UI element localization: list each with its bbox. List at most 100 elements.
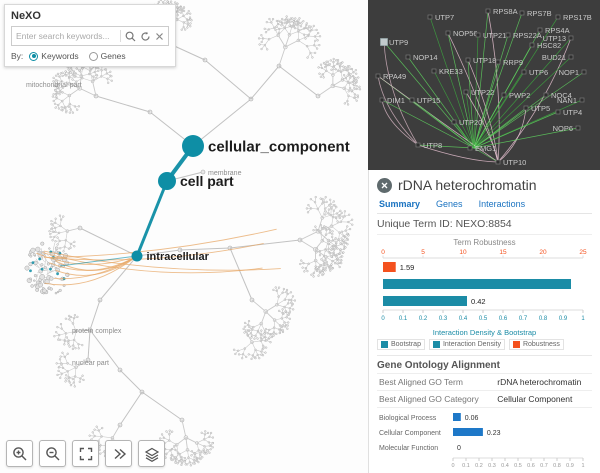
gene-label[interactable]: NOC4 (551, 91, 572, 100)
gene-node[interactable] (543, 92, 549, 98)
gene-label[interactable]: RPS4A (545, 26, 570, 35)
svg-text:25: 25 (579, 249, 587, 256)
branch-label[interactable]: nuclear part (72, 360, 109, 367)
gene-label[interactable]: NOP14 (413, 53, 438, 62)
gene-label[interactable]: NOP1 (559, 68, 579, 77)
gene-label[interactable]: UTP7 (435, 13, 454, 22)
gene-node[interactable] (431, 68, 437, 74)
gene-node[interactable] (463, 89, 469, 95)
gene-label[interactable]: NOP56 (453, 29, 478, 38)
search-mode-genes[interactable]: Genes (88, 51, 126, 61)
tab-interactions[interactable]: Interactions (478, 199, 526, 209)
term-node[interactable] (131, 250, 143, 262)
term-node-label[interactable]: intracellular (147, 251, 210, 263)
gene-label[interactable]: UTP22 (471, 88, 494, 97)
gene-node[interactable] (405, 54, 411, 60)
gene-node[interactable] (465, 57, 471, 63)
gene-label[interactable]: RPS8A (493, 7, 518, 16)
gene-label[interactable]: UTP18 (473, 56, 496, 65)
gene-node[interactable] (501, 92, 507, 98)
gene-node[interactable] (375, 73, 381, 79)
gene-label[interactable]: KRE33 (439, 67, 463, 76)
layers-button[interactable] (138, 440, 165, 467)
gene-node[interactable] (579, 97, 585, 103)
gene-node[interactable] (485, 8, 491, 14)
gene-node[interactable] (519, 10, 525, 16)
gene-label[interactable]: PWP2 (509, 91, 530, 100)
gene-label[interactable]: NOP6 (553, 124, 573, 133)
gene-label[interactable]: UTP21 (483, 31, 506, 40)
term-node[interactable] (182, 135, 204, 157)
gene-label[interactable]: RPS7B (527, 9, 552, 18)
gene-label[interactable]: UTP4 (563, 108, 582, 117)
legend-item-interaction-density[interactable]: Interaction Density (428, 339, 505, 350)
gene-label[interactable]: UTP9 (389, 38, 408, 47)
gene-label[interactable]: NAN1 (557, 96, 577, 105)
gene-label[interactable]: UTP10 (503, 158, 526, 167)
gene-node[interactable] (537, 27, 543, 33)
svg-text:0.4: 0.4 (459, 316, 468, 322)
gene-node[interactable] (427, 14, 433, 20)
gene-label[interactable]: RPA49 (383, 72, 406, 81)
gene-node[interactable] (380, 38, 388, 46)
gene-node[interactable] (451, 119, 457, 125)
gene-node[interactable] (555, 14, 561, 20)
search-icon[interactable] (125, 31, 136, 42)
tab-genes[interactable]: Genes (436, 199, 463, 209)
gene-node[interactable] (505, 32, 511, 38)
gene-cluster[interactable] (24, 241, 70, 295)
gene-node[interactable] (445, 30, 451, 36)
gene-label[interactable]: DIM1 (387, 96, 405, 105)
gene-label[interactable]: HSC82 (537, 41, 561, 50)
gene-label[interactable]: UTP5 (531, 104, 550, 113)
gene-label[interactable]: UTP13 (543, 34, 566, 43)
gene-label[interactable]: UTP8 (423, 141, 442, 150)
gene-label[interactable]: BUD21 (542, 53, 566, 62)
gene-label[interactable]: RPS22A (513, 31, 542, 40)
reset-search-icon[interactable] (140, 31, 151, 42)
gene-node[interactable] (581, 69, 587, 75)
branch-label[interactable]: membrane (208, 170, 242, 177)
gene-node[interactable] (523, 105, 529, 111)
gene-node[interactable] (495, 59, 501, 65)
gene-node[interactable] (529, 42, 535, 48)
gene-node[interactable] (475, 32, 481, 38)
legend-item-robustness[interactable]: Robustness (508, 339, 564, 350)
tab-summary[interactable]: Summary (379, 199, 421, 209)
zoom-out-button[interactable] (39, 440, 66, 467)
search-mode-keywords[interactable]: Keywords (29, 51, 79, 61)
gene-node[interactable] (575, 125, 581, 131)
gene-label[interactable]: UTP15 (417, 96, 440, 105)
gene-node[interactable] (568, 35, 574, 41)
expand-levels-button[interactable] (105, 440, 132, 467)
branch-label[interactable]: protein complex (72, 328, 122, 335)
by-label: By: (11, 51, 24, 61)
gene-node[interactable] (379, 97, 385, 103)
term-node[interactable] (158, 172, 176, 190)
gene-network-canvas[interactable]: UTP7 RPS8A RPS7B RPS17B UTP9 NOP56 UTP21 RPS22A… (368, 0, 600, 170)
gene-label[interactable]: UTP20 (459, 118, 482, 127)
close-icon[interactable] (377, 177, 392, 193)
clear-search-icon[interactable] (155, 32, 164, 41)
zoom-in-button[interactable] (6, 440, 33, 467)
term-node-label[interactable]: cellular_component (208, 138, 350, 155)
term-node-label[interactable]: cell part (180, 173, 234, 189)
gene-node[interactable] (568, 54, 574, 60)
gene-network-panel[interactable]: UTP7 RPS8A RPS7B RPS17B UTP9 NOP56 UTP21 RPS22A… (368, 0, 600, 170)
fit-to-screen-button[interactable] (72, 440, 99, 467)
gene-label[interactable]: RPS17B (563, 13, 592, 22)
gene-label[interactable]: RRP9 (503, 58, 523, 67)
gene-node[interactable] (467, 145, 473, 151)
gene-node[interactable] (555, 109, 561, 115)
branch-label[interactable]: mitochondrial part (26, 82, 82, 89)
gene-node[interactable] (495, 159, 501, 165)
gene-label[interactable]: UTP6 (529, 68, 548, 77)
search-input[interactable] (16, 31, 116, 41)
legend-item-bootstrap[interactable]: Bootstrap (377, 339, 425, 350)
gene-label[interactable]: EMG1 (475, 144, 496, 153)
gene-node[interactable] (521, 69, 527, 75)
gene-node[interactable] (415, 142, 421, 148)
gene-node[interactable] (409, 97, 415, 103)
